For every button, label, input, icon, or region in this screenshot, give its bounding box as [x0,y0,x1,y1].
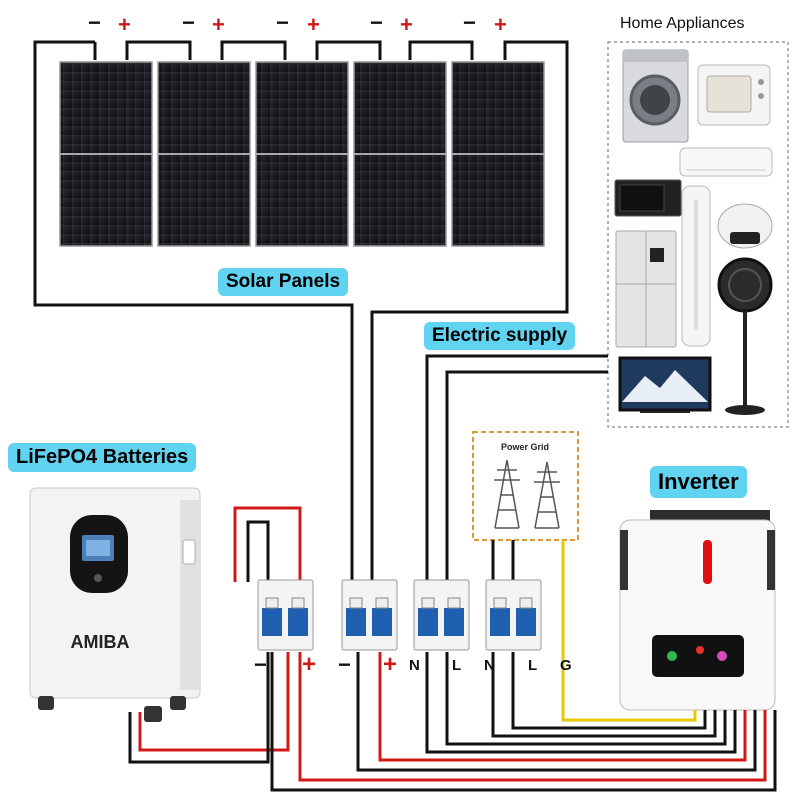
solar-minus-label: − [338,652,351,677]
caster-wheel-icon [38,696,186,722]
battery-brand-label: AMIBA [71,632,130,652]
home-appliances-label: Home Appliances [620,15,745,32]
panel-terminal-signs: − + − + − + − + − + [88,10,507,37]
inverter-callout: Inverter [650,466,747,498]
power-grid-box: Power Grid [472,431,579,541]
breaker-terminal-labels: − + − + N L N L G [254,651,572,678]
battery-to-breaker-wiring [128,506,302,764]
tower-ac-icon [681,185,711,347]
power-grid-label: Power Grid [501,442,549,452]
washing-machine-icon [622,49,689,143]
rice-cooker-icon [717,203,773,249]
panel-4-minus: − [370,10,383,35]
oven-icon [697,64,771,126]
air-conditioner-icon [679,147,773,177]
panel-2-plus: + [212,12,225,37]
panel-4-plus: + [400,12,413,37]
battery-minus-label: − [254,652,267,677]
solar-panel-2 [157,61,251,247]
solar-panels [59,61,545,247]
supply-l-label: L [452,657,461,674]
lifepo4-battery: AMIBA [29,487,201,722]
solar-panel-3 [255,61,349,247]
inverter-unit [619,510,776,711]
grid-g-label: G [560,657,572,674]
panel-1-plus: + [118,12,131,37]
solar-panel-1 [59,61,153,247]
inverter-display [652,635,744,677]
breakers [257,579,542,651]
electric-supply-callout: Electric supply [424,322,576,350]
solar-panel-5 [451,61,545,247]
panel-3-minus: − [276,10,289,35]
battery-breaker [257,579,314,651]
microwave-icon [614,179,682,217]
battery-plus-label: + [302,651,316,678]
solar-breaker [341,579,398,651]
panel-1-minus: − [88,10,101,35]
solar-plus-label: + [383,651,397,678]
panel-5-plus: + [494,12,507,37]
supply-wiring [425,354,608,582]
supply-breaker [413,579,470,651]
transmission-tower-icon [494,459,560,529]
solar-panels-callout: Solar Panels [218,268,349,296]
refrigerator-icon [615,230,677,348]
panel-2-minus: − [182,10,195,35]
grid-wiring [491,540,515,582]
solar-panel-4 [353,61,447,247]
television-icon [618,356,712,413]
panel-series-wiring [33,40,569,582]
breaker-to-inverter-wiring [270,540,777,792]
grid-n-label: N [484,657,495,674]
fan-icon [717,257,773,415]
inverter-indicator-bar [703,540,712,584]
panel-3-plus: + [307,12,320,37]
grid-l-label: L [528,657,537,674]
supply-n-label: N [409,657,420,674]
grid-breaker [485,579,542,651]
home-appliances-box [607,41,789,428]
lifepo4-batteries-callout: LiFePO4 Batteries [8,443,197,472]
panel-5-minus: − [463,10,476,35]
